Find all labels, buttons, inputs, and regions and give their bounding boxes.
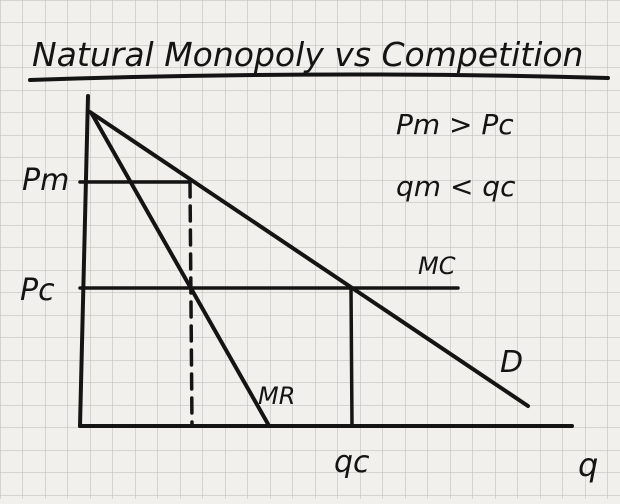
demand-curve (88, 110, 530, 408)
monopoly-price-label: Pm (22, 163, 69, 198)
competitive-price-label: Pc (20, 273, 55, 308)
price-axis (78, 94, 90, 428)
quantity-comparison-note: qm < qc (396, 170, 516, 203)
diagram-title: Natural Monopoly vs Competition (32, 35, 583, 74)
price-comparison-note: Pm > Pc (396, 108, 514, 141)
monopoly-quantity-dashed-line (188, 180, 194, 428)
demand-label: D (500, 345, 523, 380)
mc-label: MC (418, 252, 456, 280)
competitive-quantity-line (349, 286, 354, 428)
competitive-quantity-label: qc (334, 445, 370, 480)
mr-label: MR (258, 382, 295, 410)
marginal-revenue-curve (90, 112, 270, 426)
quantity-axis-label: q (578, 446, 598, 484)
title-underline (28, 72, 610, 82)
